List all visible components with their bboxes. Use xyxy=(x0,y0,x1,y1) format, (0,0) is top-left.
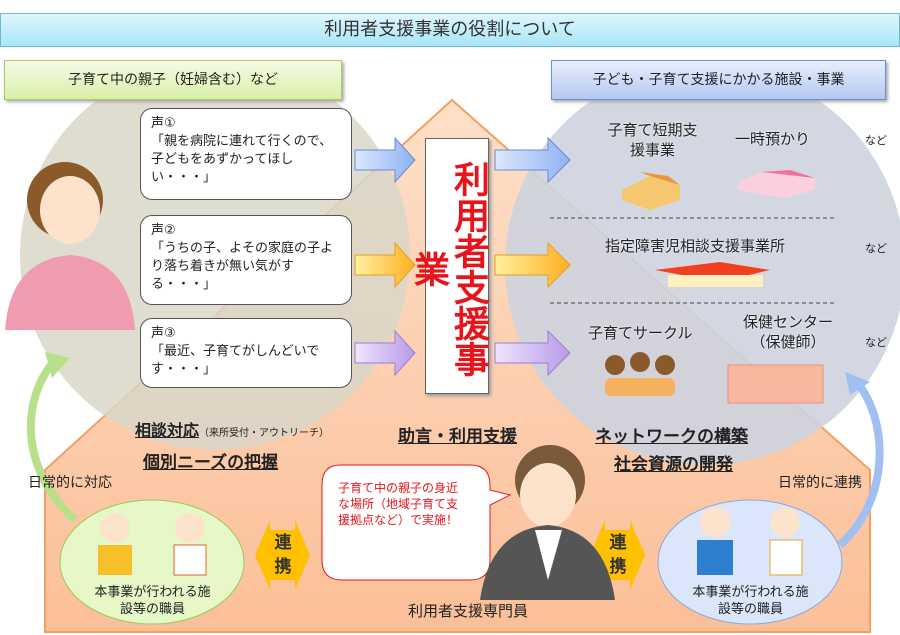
etc-label: など xyxy=(865,336,887,349)
arrow-orange-icon xyxy=(354,241,416,289)
needs-label: 個別ニーズの把握 xyxy=(143,453,279,473)
center-project-label: 利用者支援事業 xyxy=(408,138,489,394)
renkei-label: 連携 xyxy=(274,533,292,577)
facility-short-term: 子育て短期支援事業 xyxy=(607,121,698,159)
network-label: ネットワークの構築 xyxy=(595,427,748,447)
building-icon xyxy=(738,170,815,198)
arrow-purple-icon xyxy=(354,329,416,377)
arrow-blue-icon xyxy=(494,136,571,184)
specialist-illustration xyxy=(480,445,615,600)
building-icon xyxy=(655,262,770,287)
voice-label: 声① xyxy=(151,116,176,131)
staff-right-illustration xyxy=(697,507,803,576)
speech-bubble-shape xyxy=(321,464,512,581)
building-icon xyxy=(622,172,680,210)
staff-left-label: 本事業が行われる施設等の職員 xyxy=(94,585,211,617)
voice-label: 声③ xyxy=(151,326,176,341)
voice-bubble-3: 声③ 「最近、子育てがしんどいです・・・」 xyxy=(140,318,352,388)
staff-left-illustration xyxy=(98,513,207,576)
page-title: 利用者支援事業の役割について xyxy=(0,13,900,47)
arrows-left xyxy=(354,136,416,377)
etc-label: など xyxy=(865,134,887,147)
staff-right-label: 本事業が行われる施設等の職員 xyxy=(692,585,809,617)
renkei-label: 連携 xyxy=(609,533,627,577)
arrows-right xyxy=(494,136,571,377)
consult-function: 相談対応（来所受付・アウトリーチ） xyxy=(135,417,329,441)
curved-arrow-left-icon xyxy=(26,357,78,523)
facility-disability-consult: 指定障害児相談支援事業所 xyxy=(605,237,786,255)
renkei-arrow-left-icon xyxy=(255,520,310,590)
voice-text: 「親を病院に連れて行くので、子どもをあずかってほしい・・・」 xyxy=(151,134,333,185)
facility-temporary-care: 一時預かり xyxy=(735,130,811,148)
specialist-label: 利用者支援専門員 xyxy=(408,602,529,620)
consult-note: （来所受付・アウトリーチ） xyxy=(199,428,330,439)
left-header: 子育て中の親子（妊婦含む）など xyxy=(4,60,342,100)
facility-health-center: 保健センター（保健師） xyxy=(742,313,833,351)
arrow-blue-icon xyxy=(354,136,416,184)
specialist-speech: 子育て中の親子の身近な場所（地域子育て支援拠点など）で実施！ xyxy=(338,481,459,527)
people-icon xyxy=(605,352,675,396)
voice-bubble-2: 声② 「うちの子、よその家庭の子より落ち着きが無い気がする・・・」 xyxy=(140,215,352,305)
right-header: 子ども・子育て支援にかかる施設・事業 xyxy=(551,60,886,100)
arrow-orange-icon xyxy=(494,241,571,289)
etc-label: など xyxy=(865,242,887,255)
voice-bubble-1: 声① 「親を病院に連れて行くので、子どもをあずかってほしい・・・」 xyxy=(140,108,352,200)
mother-illustration xyxy=(5,162,135,330)
arrow-purple-icon xyxy=(494,329,571,377)
voice-text: 「最近、子育てがしんどいです・・・」 xyxy=(151,344,320,377)
daily-response-label: 日常的に対応 xyxy=(28,475,112,491)
building-icon xyxy=(727,364,824,404)
voice-label: 声② xyxy=(151,223,176,238)
resources-label: 社会資源の開発 xyxy=(614,455,733,475)
voice-text: 「うちの子、よその家庭の子より落ち着きが無い気がする・・・」 xyxy=(151,241,334,292)
curved-arrow-right-icon xyxy=(837,377,884,548)
advice-label: 助言・利用支援 xyxy=(398,427,517,447)
facility-parenting-circle: 子育てサークル xyxy=(588,324,693,342)
daily-cooperation-label: 日常的に連携 xyxy=(778,475,862,491)
consult-label: 相談対応 xyxy=(135,421,200,440)
